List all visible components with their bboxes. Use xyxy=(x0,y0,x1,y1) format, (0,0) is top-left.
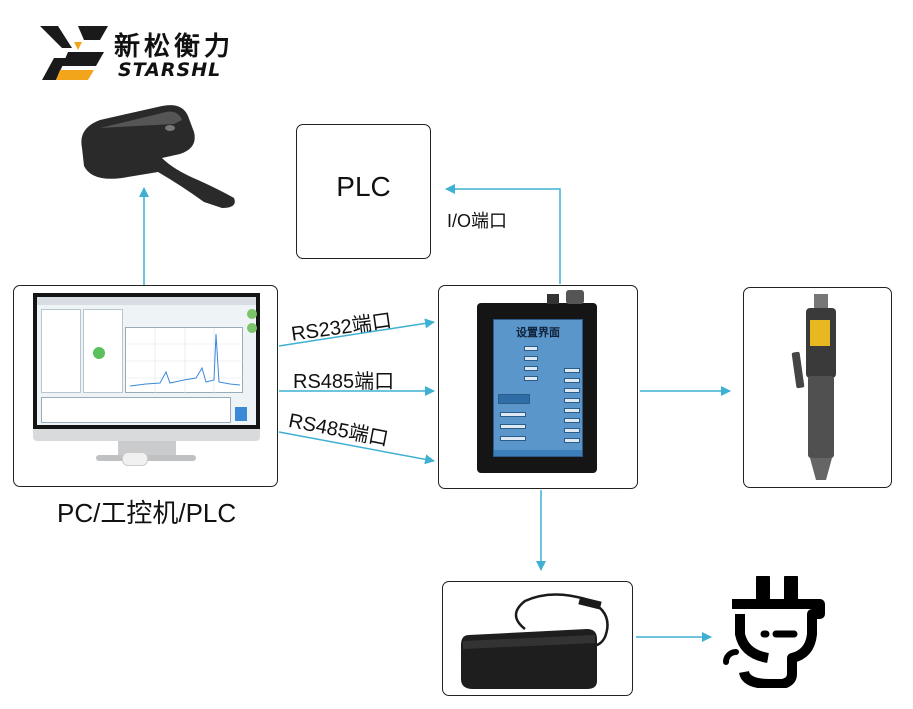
monitor-chin xyxy=(33,429,260,441)
monitor-action-button xyxy=(235,407,247,421)
power-adapter-icon xyxy=(461,593,609,689)
starshl-logo: 新松衡力 STARSHL xyxy=(38,22,258,84)
screen-field xyxy=(524,376,538,381)
controller-to-plc-arrow xyxy=(445,184,561,284)
rs485-arrow-2 xyxy=(278,431,435,465)
monitor-status-icon xyxy=(247,309,257,319)
io-port-label: I/O端口 xyxy=(447,211,508,231)
waveform-icon xyxy=(126,328,244,394)
screen-field xyxy=(500,412,526,417)
rs485-port-label-1: RS485端口 xyxy=(293,371,395,393)
screen-field xyxy=(500,424,526,429)
power-plug-icon xyxy=(723,576,825,688)
screen-field xyxy=(564,428,580,433)
monitor-screen xyxy=(33,293,260,429)
controller-connector-2 xyxy=(566,290,584,304)
screen-field xyxy=(564,368,580,373)
rs232-arrow xyxy=(278,318,435,347)
screen-field xyxy=(564,438,580,443)
pc-node-label: PC/工控机/PLC xyxy=(57,498,237,528)
monitor-log-panel xyxy=(41,397,231,423)
monitor-status-icon-2 xyxy=(247,323,257,333)
keyboard-cup-icon xyxy=(122,452,148,466)
plc-label: PLC xyxy=(336,171,391,202)
screen-field xyxy=(564,388,580,393)
logo-english-name: STARSHL xyxy=(118,59,222,81)
monitor-chart-panel xyxy=(125,327,244,394)
controller-screen-title: 设置界面 xyxy=(516,326,560,339)
barcode-scanner-icon xyxy=(81,105,235,208)
screen-footer xyxy=(494,450,582,456)
plc-node: PLC xyxy=(296,124,431,259)
screen-field xyxy=(564,418,580,423)
monitor-titlebar xyxy=(37,297,256,305)
screen-field xyxy=(500,436,526,441)
monitor-left-panel xyxy=(41,309,81,393)
screen-field xyxy=(564,378,580,383)
logo-chinese-name: 新松衡力 xyxy=(114,32,235,62)
screen-block xyxy=(498,394,530,404)
screen-field xyxy=(524,346,538,351)
electric-screwdriver-icon xyxy=(791,294,836,480)
screen-field xyxy=(564,398,580,403)
screen-field xyxy=(524,366,538,371)
monitor-run-icon xyxy=(93,347,105,359)
controller-screen: 设置界面 xyxy=(493,319,583,457)
controller-connector-1 xyxy=(547,294,559,304)
logo-mark-icon xyxy=(40,26,108,80)
screen-field xyxy=(564,408,580,413)
screen-field xyxy=(524,356,538,361)
